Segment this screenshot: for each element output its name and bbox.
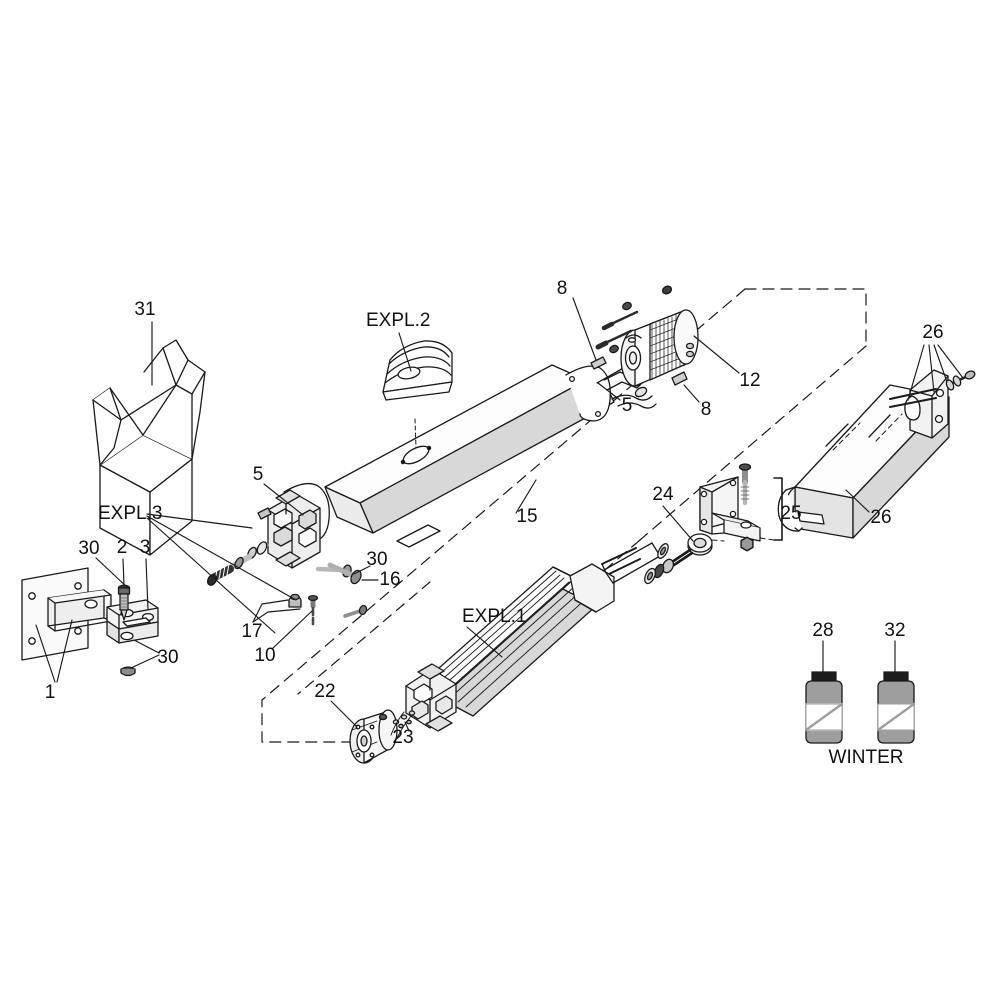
part-30-nut-lower [120,666,136,677]
group-label-expl3: EXPL.3 [98,503,162,524]
callout-12: 12 [739,370,760,391]
callout-22: 22 [314,681,335,702]
callout-16: 16 [379,569,400,590]
callout-31: 31 [134,299,155,320]
callout-24: 24 [652,484,674,505]
callout-10: 10 [254,645,275,666]
callout-8-lower: 8 [701,399,712,420]
callout-1: 1 [45,682,56,703]
part-expl2-cover [382,340,453,401]
callout-30-lower: 30 [157,647,178,668]
part-28-oil-bottle [804,671,844,744]
part-expl3-gearbox-head [206,482,368,626]
part-3-clevis-bracket [106,599,159,644]
leader-lines [35,297,964,732]
callout-28: 28 [812,620,833,641]
callout-30-mid: 30 [366,549,387,570]
part-25-mounting-bracket [699,463,783,552]
callout-5-left: 5 [253,464,264,485]
part-31-cardboard-box [92,339,206,556]
callout-5-right: 5 [622,395,633,416]
callout-17: 17 [241,621,262,642]
callout-23: 23 [392,727,413,748]
part-expl1-cylinder-assembly [405,542,669,732]
group-label-expl2: EXPL.2 [366,310,430,331]
callout-3: 3 [140,537,151,558]
callout-2: 2 [117,537,128,558]
part-32-winter-oil-bottle [876,671,916,744]
callout-8-upper: 8 [557,278,568,299]
group-label-expl1: EXPL.1 [462,606,526,627]
part-1-post-mount-plate [21,567,112,661]
dashed-group-boundary-lower [297,581,431,695]
callout-26-rail: 26 [870,507,891,528]
callout-30-left: 30 [78,538,99,559]
part-15-main-body-cover [324,364,615,548]
part-24-ball-joint [644,533,713,585]
part-26-end-bracket [889,369,976,439]
part-16-bolt [327,562,362,585]
callout-32: 32 [884,620,905,641]
callout-26-fixings: 26 [922,322,943,343]
dashed-group-boundary-expl1 [261,288,867,743]
bottle-sub-label-winter: WINTER [829,747,904,768]
callout-15: 15 [516,506,537,527]
part-12-motor-coil [590,285,699,387]
callout-25: 25 [780,503,801,524]
